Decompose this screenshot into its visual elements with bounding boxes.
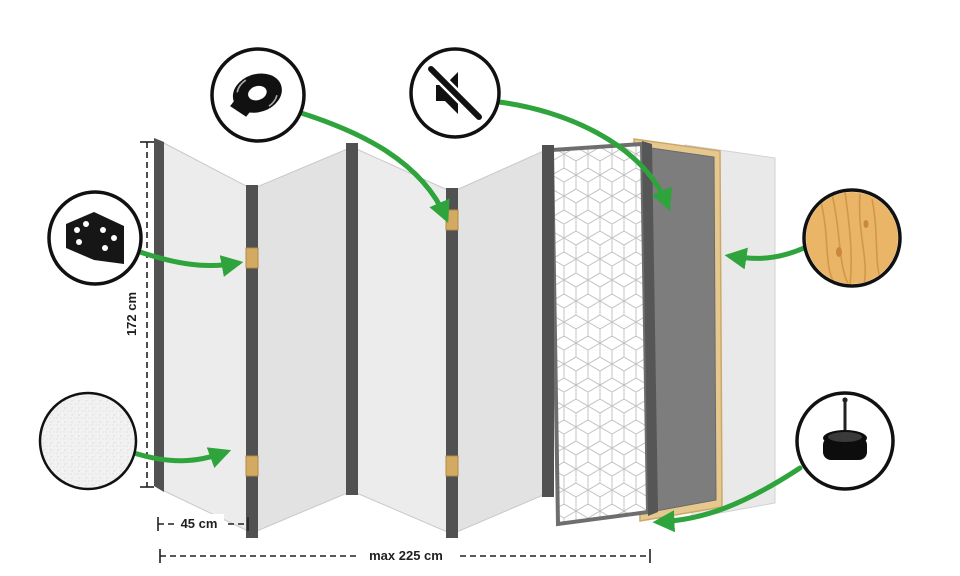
panel-edge-left: [154, 138, 164, 492]
panel-edge-fold-4: [542, 145, 554, 497]
panel-2: [251, 146, 353, 534]
hinge-icon: [66, 212, 124, 264]
panel-5-right-edge: [642, 141, 658, 516]
panel-edge-fold-2: [346, 143, 358, 495]
hinge-piece: [445, 455, 459, 477]
callout-mute: [409, 47, 501, 139]
arrow-mute-to-board: [496, 99, 672, 212]
arrow-tape-to-hinge: [295, 109, 450, 224]
panel-width-label-bg: [174, 514, 224, 532]
panel-1: [159, 140, 253, 534]
hinge-piece: [245, 247, 259, 269]
callout-hinge: [47, 190, 143, 286]
total-width-label: max 225 cm: [369, 548, 443, 563]
callout-texture: [38, 391, 138, 491]
arrow-pad-to-frame: [652, 465, 803, 533]
texture-icon: [38, 391, 138, 491]
callout-felt-pad: [795, 391, 895, 491]
arrow-hinge-to-fold: [137, 249, 244, 277]
panel-edge-fold-3: [446, 188, 458, 538]
panel-5-patterned: [549, 141, 658, 527]
arrow-wood-to-frame: [724, 245, 807, 270]
panel-4: [451, 148, 549, 535]
total-width-label-bg: [356, 546, 456, 564]
callout-wood: [802, 188, 902, 288]
tape-icon: [230, 73, 282, 117]
wood-icon: [806, 192, 898, 284]
hinge-piece: [445, 209, 459, 231]
panel-edge-fold-1: [246, 185, 258, 538]
height-label: 172 cm: [124, 292, 139, 336]
hinge-piece: [245, 455, 259, 477]
mute-icon: [425, 63, 485, 123]
callout-tape: [210, 47, 306, 143]
panel-width-label: 45 cm: [181, 516, 218, 531]
arrow-texture-to-panel: [131, 447, 232, 469]
dimension-height: [140, 141, 154, 488]
felt-pad-icon: [823, 397, 867, 460]
